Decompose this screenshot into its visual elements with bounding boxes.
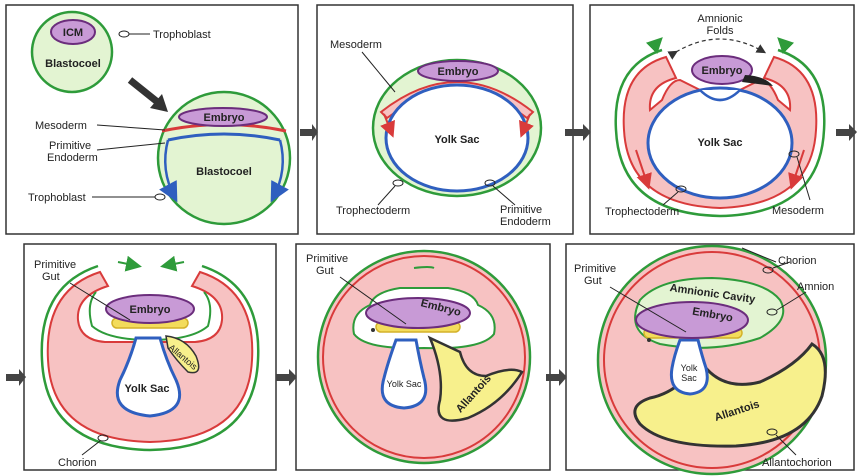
primitive-endoderm-label-1: Primitive [500,204,542,216]
trophectoderm-label: Trophectoderm [336,205,410,217]
embryo-label: Embryo [438,66,479,78]
primitive-gut-label-2: Gut [42,271,60,283]
primitive-endoderm-label-1: Primitive [49,140,91,152]
primitive-gut-label-2: Gut [584,275,602,287]
yolk-sac-label-1: Yolk [681,363,698,373]
amnion-label: Amnion [797,281,834,293]
trophectoderm-label: Trophectoderm [605,206,679,218]
chorion-label: Chorion [778,255,817,267]
primitive-gut-label-1: Primitive [306,253,348,265]
amnionic-folds-label-2: Folds [707,25,734,37]
step-arrow [300,124,318,141]
mesoderm-label: Mesoderm [330,39,382,51]
primitive-endoderm-label-2: Endoderm [500,216,551,228]
step-arrow [276,369,297,386]
step-arrow [6,369,26,386]
embryo-label: Embryo [130,304,171,316]
yolk-sac-label: Yolk Sac [697,137,742,149]
primitive-gut-label-2: Gut [316,265,334,277]
trophoblast-bottom-label: Trophoblast [28,192,86,204]
embryo-label: Embryo [702,65,743,77]
yolk-sac-label-2: Sac [681,373,697,383]
primitive-endoderm-label-2: Endoderm [47,152,98,164]
primitive-gut-label-1: Primitive [34,259,76,271]
chorion-shell [318,251,530,463]
amnionic-folds-label-1: Amnionic [697,13,743,25]
mesoderm-label: Mesoderm [35,120,87,132]
allantochorion-label: Allantochorion [762,457,832,469]
trophoblast-top-label: Trophoblast [153,29,211,41]
icm-label: ICM [63,27,83,39]
yolk-sac-label: Yolk Sac [387,379,422,389]
blastocoel-small-label: Blastocoel [45,58,101,70]
embryo-label: Embryo [204,112,245,124]
yolk-sac-label: Yolk Sac [124,383,169,395]
yolk-sac-label: Yolk Sac [434,134,479,146]
primitive-gut-label-1: Primitive [574,263,616,275]
blastocoel-label: Blastocoel [196,166,252,178]
mesoderm-label: Mesoderm [772,205,824,217]
chorion-label: Chorion [58,457,97,469]
